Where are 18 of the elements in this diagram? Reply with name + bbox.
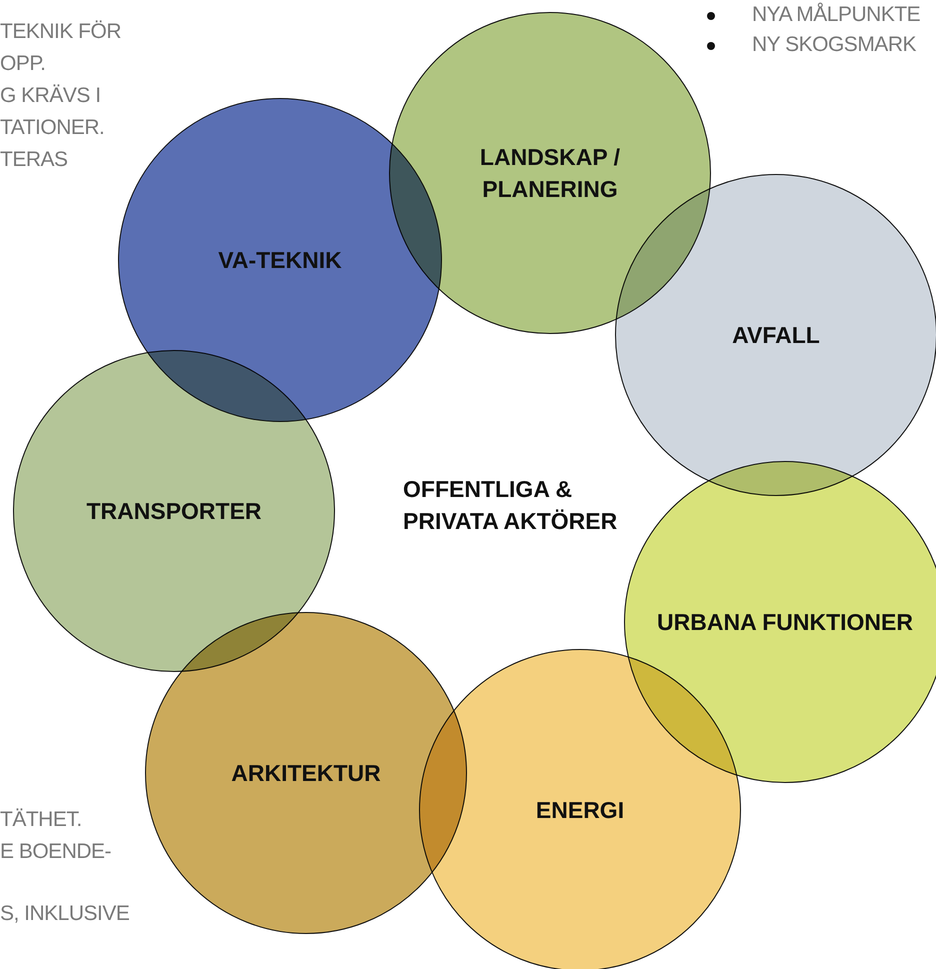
body-text: TERAS <box>0 148 68 172</box>
body-text: TATIONER. <box>0 116 104 140</box>
circle-label: ENERGI <box>534 796 626 825</box>
circle-label: LANDSKAP / PLANERING <box>478 143 622 204</box>
body-text: S, INKLUSIVE <box>0 902 130 926</box>
circle-label: TRANSPORTER <box>85 497 263 526</box>
body-text: OPP. <box>0 52 46 76</box>
body-text: G KRÄVS I <box>0 84 101 108</box>
center-heading: OFFENTLIGA & PRIVATA AKTÖRER <box>403 475 618 536</box>
bullet-item: NY SKOGSMARK <box>752 33 916 57</box>
circle-label: ARKITEKTUR <box>230 759 382 788</box>
circle-label: AVFALL <box>731 321 821 350</box>
circle-label: VA-TEKNIK <box>217 246 343 275</box>
bullet-item: NYA MÅLPUNKTE <box>752 3 920 27</box>
body-text: E BOENDE- <box>0 840 112 864</box>
body-text: TÄTHET. <box>0 808 82 832</box>
body-text: TEKNIK FÖR <box>0 20 122 44</box>
circle-label: URBANA FUNKTIONER <box>656 608 914 637</box>
